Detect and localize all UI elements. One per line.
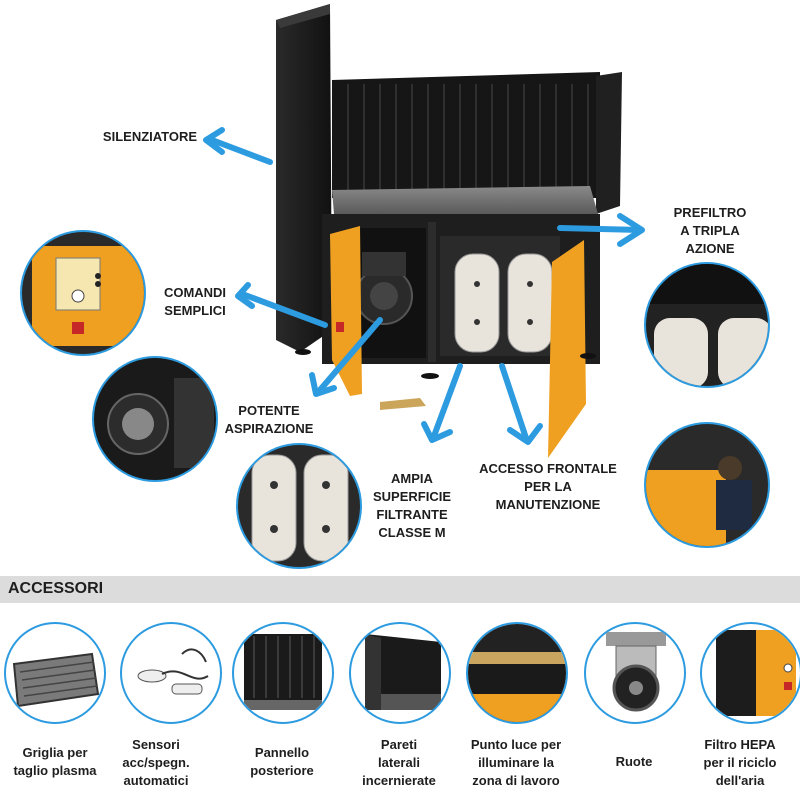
detail-filter-circle (236, 443, 362, 569)
detail-controls-circle (20, 230, 146, 356)
accessories-title: ACCESSORI (8, 580, 104, 597)
label-comandi: COMANDI SEMPLICI (163, 285, 227, 318)
detail-prefilter-circle (644, 262, 770, 388)
work-grid (332, 186, 598, 214)
callout-arrows (203, 127, 645, 445)
light-bar (380, 398, 426, 410)
accessory-image-hepa (700, 622, 800, 724)
accessory-image-wheels (584, 622, 686, 724)
back-panel (332, 72, 600, 198)
accessory-label-wheels: Ruote (615, 754, 653, 769)
accessory-label-back-panel: Pannello posteriore (250, 745, 314, 778)
detail-maintenance-circle (644, 422, 770, 548)
label-accesso: ACCESSO FRONTALE PER LA MANUTENZIONE (479, 461, 617, 512)
accessory-image-back-panel (232, 622, 334, 724)
accessories-header-bar: ACCESSORI (0, 576, 800, 603)
label-potente: POTENTE ASPIRAZIONE (224, 403, 314, 436)
accessory-label-light: Punto luce per illuminare la zona di lav… (470, 737, 562, 788)
right-orange-door (548, 240, 586, 458)
accessory-label-grid: Griglia per taglio plasma (13, 745, 97, 778)
right-side-wall (596, 72, 622, 214)
accessory-image-light (466, 622, 568, 724)
accessory-label-hepa: Filtro HEPA per il riciclo dell'aria (703, 737, 777, 788)
accessory-image-side-walls (349, 622, 451, 724)
accessory-label-sensors: Sensori acc/spegn. automatici (122, 737, 190, 788)
detail-motor-circle (92, 356, 218, 482)
accessory-image-grid (4, 622, 106, 724)
silencer-tower (276, 4, 332, 352)
label-silenziatore: SILENZIATORE (102, 129, 198, 144)
motor (355, 252, 413, 325)
label-ampia: AMPIA SUPERFICIE FILTRANTE CLASSE M (372, 471, 451, 540)
machine-illustration (203, 4, 645, 458)
filter-cartridges (454, 253, 553, 353)
label-prefiltro: PREFILTRO A TRIPLA AZIONE (673, 205, 747, 256)
accessory-label-side-walls: Pareti laterali incernierate (362, 737, 436, 788)
accessory-image-sensors (120, 622, 222, 724)
